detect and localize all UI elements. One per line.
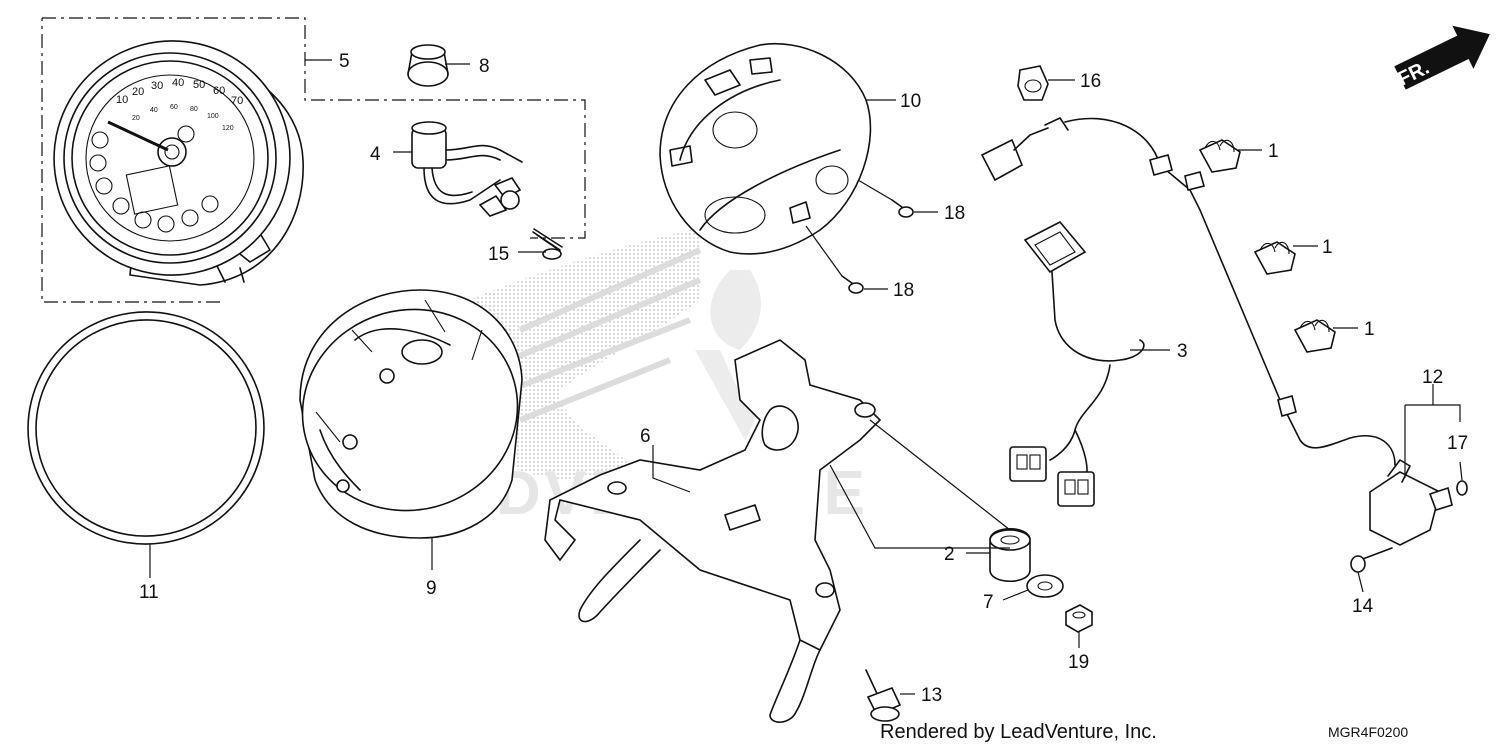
dial-number-6: 60 — [213, 85, 225, 97]
part-16-clamp — [1017, 65, 1049, 101]
callout-18-lower: 18 — [893, 280, 914, 301]
part-1-clip-a — [1198, 139, 1241, 173]
dial-number-1: 10 — [116, 94, 128, 106]
callout-8: 8 — [479, 56, 490, 77]
part-17-o-ring — [1456, 480, 1468, 496]
callout-12: 12 — [1422, 367, 1443, 388]
part-18-screw-upper — [891, 199, 914, 218]
dial-number-3: 30 — [151, 80, 163, 92]
callout-11: 11 — [139, 582, 159, 603]
part-19-nut — [1065, 604, 1093, 633]
part-4-socket-harness — [411, 121, 523, 217]
callout-16: 16 — [1080, 71, 1101, 92]
dial-inner-6: 120 — [222, 125, 234, 132]
speedometer-assembly: 10 20 30 40 50 60 70 20 40 60 80 100 120 — [53, 40, 304, 286]
dial-number-4: 40 — [172, 77, 184, 89]
part-7-collar — [1026, 574, 1064, 598]
assembly-box-5 — [41, 17, 586, 303]
leader-lines — [149, 59, 1463, 695]
front-direction-arrow: FR. — [1394, 25, 1490, 91]
part-15-screw — [532, 228, 563, 260]
callout-15: 15 — [488, 244, 509, 265]
part-1-clip-c — [1293, 319, 1336, 353]
part-9-meter-case — [299, 289, 523, 539]
part-3-sub-harness — [1009, 220, 1145, 507]
dial-number-7: 70 — [231, 95, 243, 107]
dial-inner-5: 100 — [207, 113, 219, 120]
callout-numbers: 5 8 4 15 10 18 18 16 1 1 1 3 12 17 14 11… — [139, 51, 1468, 706]
callout-3: 3 — [1177, 341, 1188, 362]
dial-inner-4: 80 — [190, 106, 198, 113]
callout-14: 14 — [1352, 596, 1374, 617]
part-12-speed-sensor — [980, 117, 1453, 546]
callout-1-b: 1 — [1322, 237, 1333, 258]
dial-inner-2: 40 — [150, 107, 158, 114]
dial-number-2: 20 — [132, 86, 144, 98]
dial-inner-1: 20 — [132, 115, 140, 122]
callout-1-a: 1 — [1268, 141, 1279, 162]
part-10-meter-cup — [659, 43, 872, 255]
part-2-cushion — [989, 528, 1031, 582]
callout-9: 9 — [426, 578, 437, 599]
callout-13: 13 — [921, 685, 942, 706]
callout-7: 7 — [983, 592, 994, 613]
part-14-bolt — [1350, 547, 1393, 573]
part-6-meter-stay — [544, 339, 882, 723]
part-13-bolt — [865, 669, 902, 722]
diagram-code: MGR4F0200 — [1328, 724, 1408, 740]
callout-19: 19 — [1068, 652, 1089, 673]
dial-number-5: 50 — [193, 79, 205, 91]
part-1-clip-b — [1253, 241, 1296, 275]
callout-6: 6 — [640, 426, 651, 447]
part-18-screw-lower — [841, 275, 864, 294]
part-11-ring-gasket — [27, 311, 265, 545]
credit-text: Rendered by LeadVenture, Inc. — [880, 721, 1157, 743]
callout-4: 4 — [370, 144, 381, 165]
callout-1-c: 1 — [1364, 319, 1375, 340]
part-8-grommet — [407, 44, 449, 87]
callout-17: 17 — [1447, 433, 1468, 454]
callout-5: 5 — [339, 51, 350, 72]
dial-inner-3: 60 — [170, 104, 178, 111]
callout-10: 10 — [900, 91, 921, 112]
callout-18-upper: 18 — [944, 203, 965, 224]
callout-2: 2 — [944, 544, 955, 565]
